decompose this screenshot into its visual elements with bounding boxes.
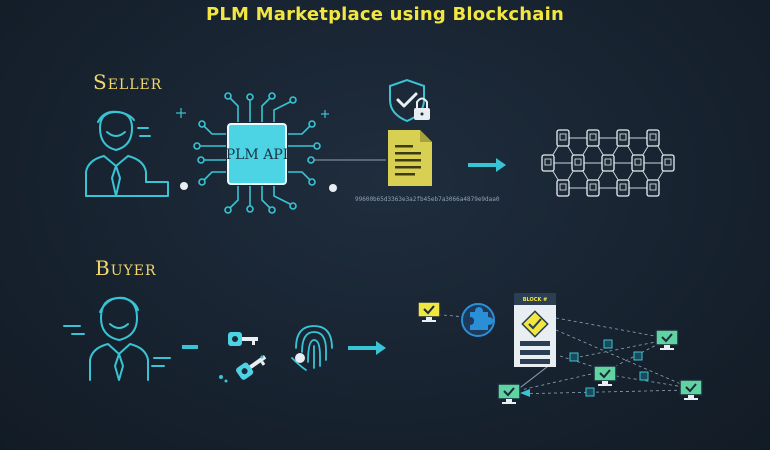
block-label: BLOCK #: [523, 297, 548, 303]
chain-block-core: [604, 158, 612, 166]
arrow-left-icon: [520, 389, 530, 397]
dot-decoration: [180, 182, 188, 190]
seller-person-icon: [85, 110, 169, 197]
chain-block-node: [541, 154, 555, 172]
chain-block-node: [631, 154, 645, 172]
network-node-squares: [569, 339, 649, 397]
chain-block-node: [616, 129, 630, 147]
monitor-group: [417, 301, 703, 404]
chain-block-node: [556, 179, 570, 197]
network-connections: [431, 313, 691, 395]
arrow-right-icon: [468, 158, 506, 172]
chain-block-core: [574, 158, 582, 166]
blockchain-network-icon: [541, 129, 675, 197]
seller-label: Seller: [93, 70, 163, 94]
dash-decoration: [182, 345, 198, 349]
chain-block-node: [616, 179, 630, 197]
chain-block-core: [634, 158, 642, 166]
chip-circuit-icon: PLM API: [193, 92, 386, 214]
monitor-check-icon: [679, 379, 703, 400]
chain-block-core: [619, 183, 627, 191]
document-icon: [388, 130, 432, 186]
chain-block-node: [571, 154, 585, 172]
key-icon: [236, 355, 267, 380]
chain-block-node: [646, 179, 660, 197]
monitor-check-icon: [593, 365, 617, 386]
chain-block-core: [559, 133, 567, 141]
chain-block-core: [649, 183, 657, 191]
puzzle-icon: [461, 303, 495, 337]
chain-block-core: [649, 133, 657, 141]
buyer-person-icon: [63, 296, 171, 381]
chain-block-node: [601, 154, 615, 172]
fingerprint-icon: [291, 325, 333, 371]
buyer-label: Buyer: [95, 256, 157, 280]
small-dots-decoration: [219, 355, 264, 383]
transaction-hash: 99600b65d3363e3a2fb45eb7a3066a4879e9daa0: [355, 196, 500, 203]
chain-block-core: [589, 183, 597, 191]
api-label: PLM API: [226, 147, 289, 163]
chain-block-node: [661, 154, 675, 172]
monitor-check-icon: [655, 329, 679, 350]
chain-block-node: [646, 129, 660, 147]
diagram-title: PLM Marketplace using Blockchain: [206, 4, 564, 25]
chain-block-node: [586, 179, 600, 197]
sparkle-decoration: [176, 108, 329, 118]
chain-block-node: [586, 129, 600, 147]
dot-decoration: [329, 184, 337, 192]
padlock-icon: [414, 97, 430, 120]
chain-block-core: [589, 133, 597, 141]
chain-block-core: [544, 158, 552, 166]
key-icon: [228, 332, 258, 346]
block-card-icon: BLOCK #: [514, 293, 556, 367]
monitor-check-icon: [417, 301, 441, 322]
monitor-check-icon: [497, 383, 521, 404]
chain-block-core: [559, 183, 567, 191]
chain-block-core: [619, 133, 627, 141]
arrow-right-icon: [348, 341, 386, 355]
chain-block-core: [664, 158, 672, 166]
chain-block-node: [556, 129, 570, 147]
